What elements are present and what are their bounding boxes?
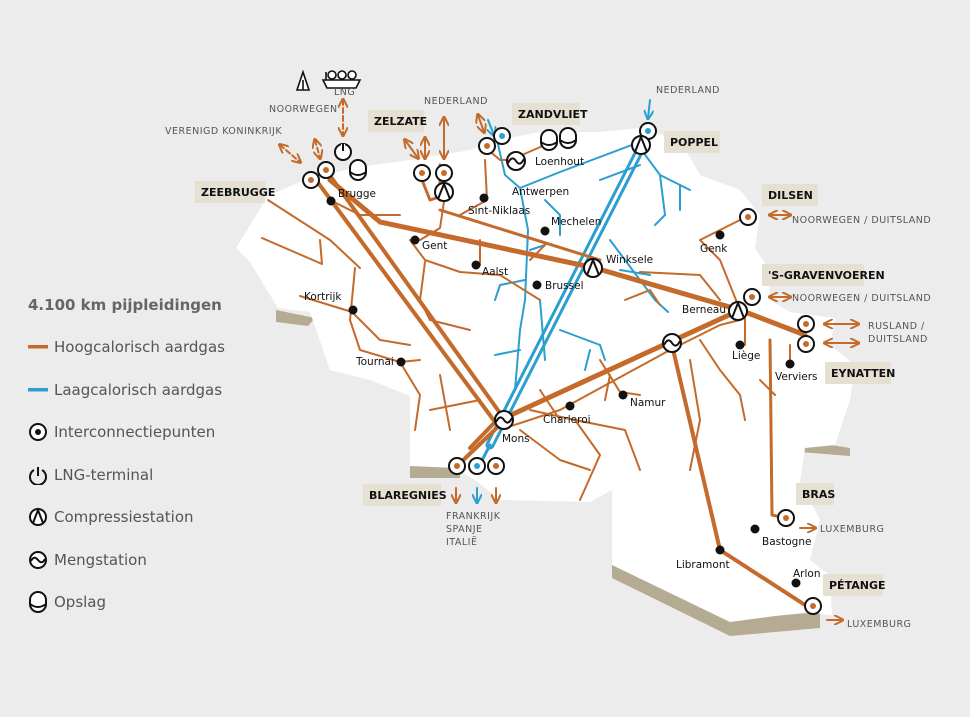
- legend-item-interconnection: Interconnectiepunten: [28, 411, 225, 454]
- legend-label: Compressiestation: [54, 508, 194, 527]
- city-libramont: Libramont: [676, 559, 730, 571]
- label-zandvliet: ZANDVLIET: [518, 108, 588, 121]
- city-tournai: Tournai: [355, 356, 394, 368]
- legend-label: Opslag: [54, 593, 107, 612]
- dest-luxemburg-bras: LUXEMBURG: [820, 524, 884, 535]
- dest-noorwegen: NOORWEGEN: [269, 104, 338, 115]
- legend-title: 4.100 km pijpleidingen: [28, 296, 222, 314]
- dest-luxemburg-petange: LUXEMBURG: [847, 619, 911, 630]
- label-dilsen: DILSEN: [768, 189, 813, 202]
- city-dots: [326, 193, 801, 588]
- compressor-stations: [434, 134, 748, 321]
- legend-item-compressor: Compressiestation: [28, 496, 225, 539]
- mixing-stations: [494, 151, 682, 430]
- dest-frankrijk: FRANKRIJK: [446, 511, 501, 522]
- label-zelzate: ZELZATE: [374, 115, 427, 128]
- legend-item-low-cal: Laagcalorisch aardgas: [28, 369, 225, 412]
- lng-terminal-icon: [28, 465, 54, 485]
- city-kortrijk: Kortrijk: [304, 291, 342, 303]
- lng-terminal-icon: [334, 143, 352, 161]
- city-genk: Genk: [700, 243, 728, 255]
- legend-label: Hoogcalorisch aardgas: [54, 338, 225, 357]
- label-bras: BRAS: [802, 488, 835, 501]
- city-loenhout: Loenhout: [535, 156, 584, 168]
- dest-lng: LNG: [334, 87, 355, 98]
- label-zeebrugge: ZEEBRUGGE: [201, 186, 275, 199]
- city-mechelen: Mechelen: [551, 216, 601, 228]
- city-namur: Namur: [630, 397, 666, 409]
- noorwegen-platform-icon: [295, 69, 311, 91]
- dest-rusland: RUSLAND /: [868, 321, 925, 332]
- legend-item-lng: LNG-terminal: [28, 454, 225, 497]
- storage-icon: [28, 591, 54, 614]
- label-s-gravenvoeren: 'S-GRAVENVOEREN: [768, 269, 885, 282]
- city-bastogne: Bastogne: [762, 536, 811, 548]
- city-liege: Liège: [732, 350, 760, 362]
- belgium-land: [236, 128, 855, 622]
- low-cal-network: [477, 99, 691, 502]
- legend: 4.100 km pijpleidingen Hoogcalorisch aar…: [28, 296, 225, 624]
- legend-label: Interconnectiepunten: [54, 423, 216, 442]
- legend-item-high-cal: Hoogcalorisch aardgas: [28, 326, 225, 369]
- city-sint-niklaas: Sint-Niklaas: [468, 205, 530, 217]
- label-petange: PÉTANGE: [829, 579, 886, 592]
- dest-verenigd-koninkrijk: VERENIGD KONINKRIJK: [165, 126, 282, 137]
- dest-spanje: SPANJE: [446, 524, 483, 535]
- city-berneau: Berneau: [682, 304, 726, 316]
- city-verviers: Verviers: [775, 371, 818, 383]
- dest-noorwegen-duitsland-voeren: NOORWEGEN / DUITSLAND: [792, 293, 931, 304]
- legend-item-mixing: Mengstation: [28, 539, 225, 582]
- blue-line-icon: [28, 387, 54, 392]
- interconnection-icon: [28, 422, 54, 442]
- legend-label: Mengstation: [54, 550, 147, 569]
- label-eynatten: EYNATTEN: [831, 367, 895, 380]
- dest-noorwegen-duitsland-dilsen: NOORWEGEN / DUITSLAND: [792, 215, 931, 226]
- city-aalst: Aalst: [482, 266, 508, 278]
- lng-ship-icon: [321, 70, 362, 89]
- city-brugge: Brugge: [338, 188, 376, 200]
- city-arlon: Arlon: [793, 568, 821, 580]
- dest-nederland-zandvliet: NEDERLAND: [424, 96, 488, 107]
- dest-italie: ITALIË: [446, 537, 477, 548]
- label-poppel: POPPEL: [670, 136, 718, 149]
- city-gent: Gent: [422, 240, 447, 252]
- city-winksele: Winksele: [606, 254, 653, 266]
- city-charleroi: Charleroi: [543, 414, 591, 426]
- destination-labels: LNG NOORWEGEN VERENIGD KONINKRIJK NEDERL…: [165, 85, 931, 630]
- legend-label: LNG-terminal: [54, 465, 154, 484]
- city-antwerpen: Antwerpen: [512, 186, 569, 198]
- dest-duitsland: DUITSLAND: [868, 334, 928, 345]
- city-brussel: Brussel: [545, 280, 584, 292]
- compressor-icon: [28, 507, 54, 527]
- label-blaregnies: BLAREGNIES: [369, 489, 447, 502]
- interconnection-centers: [308, 128, 816, 609]
- point-labels: ZEEBRUGGE ZELZATE ZANDVLIET POPPEL DILSE…: [195, 103, 895, 596]
- legend-item-storage: Opslag: [28, 581, 225, 624]
- city-labels: Brugge Gent Antwerpen Sint-Niklaas Loenh…: [304, 156, 821, 580]
- orange-line-icon: [28, 345, 54, 349]
- mixing-station-icon: [28, 550, 54, 570]
- legend-label: Laagcalorisch aardgas: [54, 380, 223, 399]
- storage-icons: [349, 127, 577, 181]
- dest-nederland-poppel: NEDERLAND: [656, 85, 720, 96]
- city-mons: Mons: [502, 433, 530, 445]
